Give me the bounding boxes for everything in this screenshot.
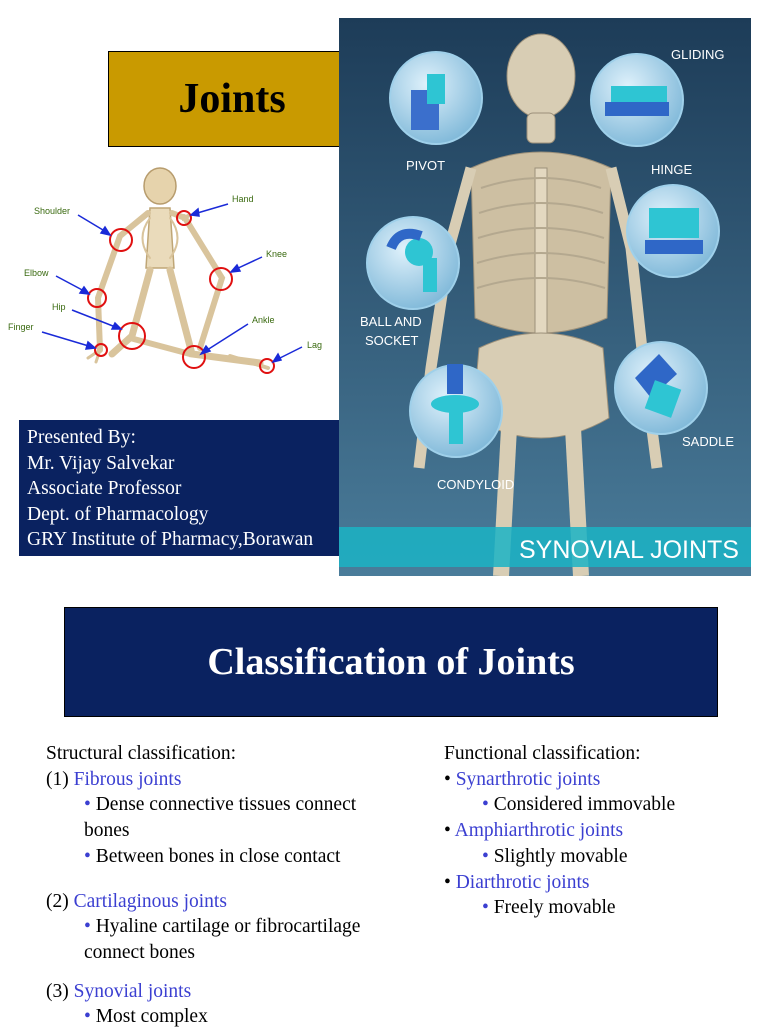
diarthrotic-item: • Diarthrotic joints [444, 871, 590, 893]
saddle-joint-bubble [614, 341, 708, 435]
diarthrotic-label: Diarthrotic joints [455, 871, 590, 893]
skeleton-drawing [86, 167, 270, 370]
hand-joint-marker [176, 210, 192, 226]
presenter-name: Mr. Vijay Salvekar [27, 452, 175, 474]
classification-title: Classification of Joints [64, 607, 718, 717]
skeleton-joints-illustration: Shoulder Hand Knee Elbow Hip Finger Ankl… [8, 167, 322, 374]
cartilaginous-bullet-1: • Hyaline cartilage or fibrocartilage [84, 916, 361, 938]
fibrous-joints-label: Fibrous joints [73, 768, 182, 790]
cartilaginous-bullet-1-continued: connect bones [84, 941, 196, 963]
finger-label: Finger [8, 322, 34, 332]
synovial-banner-title: SYNOVIAL JOINTS [519, 536, 739, 564]
lag-label: Lag [307, 340, 322, 350]
presenter-position: Associate Professor [27, 478, 182, 499]
hinge-joint-bubble [626, 184, 720, 278]
presenter-department: Dept. of Pharmacology [27, 503, 209, 525]
finger-joint-marker [94, 343, 108, 357]
synovial-joints-item: (3) Synovial joints [46, 980, 192, 1002]
presenter-heading: Presented By: [27, 427, 136, 448]
ball-and-socket-label-line1: BALL AND [360, 314, 422, 329]
elbow-joint-marker [87, 288, 107, 308]
condyloid-joint-bubble [409, 364, 503, 458]
ankle-label: Ankle [252, 315, 275, 325]
presenter-info-box: Presented By: Mr. Vijay Salvekar Associa… [19, 420, 349, 556]
fibrous-joints-item: (1) Fibrous joints [46, 768, 182, 790]
synovial-joints-illustration: GLIDING PIVOT HINGE BALL AND SOCKET COND… [339, 18, 751, 576]
structural-classification: Structural classification: (1) Fibrous j… [46, 741, 416, 1030]
condyloid-label: CONDYLOID [437, 477, 514, 492]
ankle-joint-marker [182, 345, 206, 369]
hand-label: Hand [232, 194, 254, 204]
amphiarthrotic-item: • Amphiarthrotic joints [444, 820, 624, 842]
hip-joint-marker [118, 322, 146, 350]
hinge-label: HINGE [651, 162, 693, 177]
synarthrotic-desc: • Considered immovable [482, 794, 676, 816]
pivot-label: PIVOT [406, 158, 445, 173]
amphiarthrotic-label: Amphiarthrotic joints [454, 820, 624, 842]
joints-title: Joints [108, 51, 356, 147]
fibrous-bullet-1-continued: bones [84, 820, 130, 842]
ball-and-socket-joint-bubble [366, 216, 460, 310]
ball-and-socket-label-line2: SOCKET [365, 333, 419, 348]
synarthrotic-item: • Synarthrotic joints [444, 768, 601, 790]
gliding-joint-bubble [590, 53, 684, 147]
synovial-bullet-1: • Most complex [84, 1006, 208, 1028]
synarthrotic-label: Synarthrotic joints [455, 768, 601, 790]
functional-heading: Functional classification: [444, 743, 641, 764]
synovial-joints-label: Synovial joints [73, 980, 192, 1002]
cartilaginous-joints-item: (2) Cartilaginous joints [46, 890, 227, 912]
amphiarthrotic-desc: • Slightly movable [482, 845, 628, 867]
functional-classification: Functional classification: • Synarthroti… [444, 741, 744, 921]
diarthrotic-desc: • Freely movable [482, 897, 616, 919]
pivot-joint-bubble [389, 51, 483, 145]
structural-heading: Structural classification: [46, 743, 237, 764]
fibrous-bullet-1: • Dense connective tissues connect [84, 794, 357, 816]
synovial-banner [339, 527, 751, 567]
gliding-label: GLIDING [671, 47, 724, 62]
hip-label: Hip [52, 302, 66, 312]
fibrous-bullet-2: • Between bones in close contact [84, 845, 341, 867]
knee-label: Knee [266, 249, 287, 259]
cartilaginous-joints-label: Cartilaginous joints [73, 890, 227, 912]
knee-joint-marker [209, 267, 233, 291]
presenter-institute: GRY Institute of Pharmacy,Borawan [27, 529, 314, 550]
shoulder-joint-marker [109, 228, 133, 252]
synovial-skeleton [413, 33, 663, 576]
shoulder-label: Shoulder [34, 206, 70, 216]
elbow-label: Elbow [24, 268, 49, 278]
lag-joint-marker [259, 358, 275, 374]
saddle-label: SADDLE [682, 434, 734, 449]
